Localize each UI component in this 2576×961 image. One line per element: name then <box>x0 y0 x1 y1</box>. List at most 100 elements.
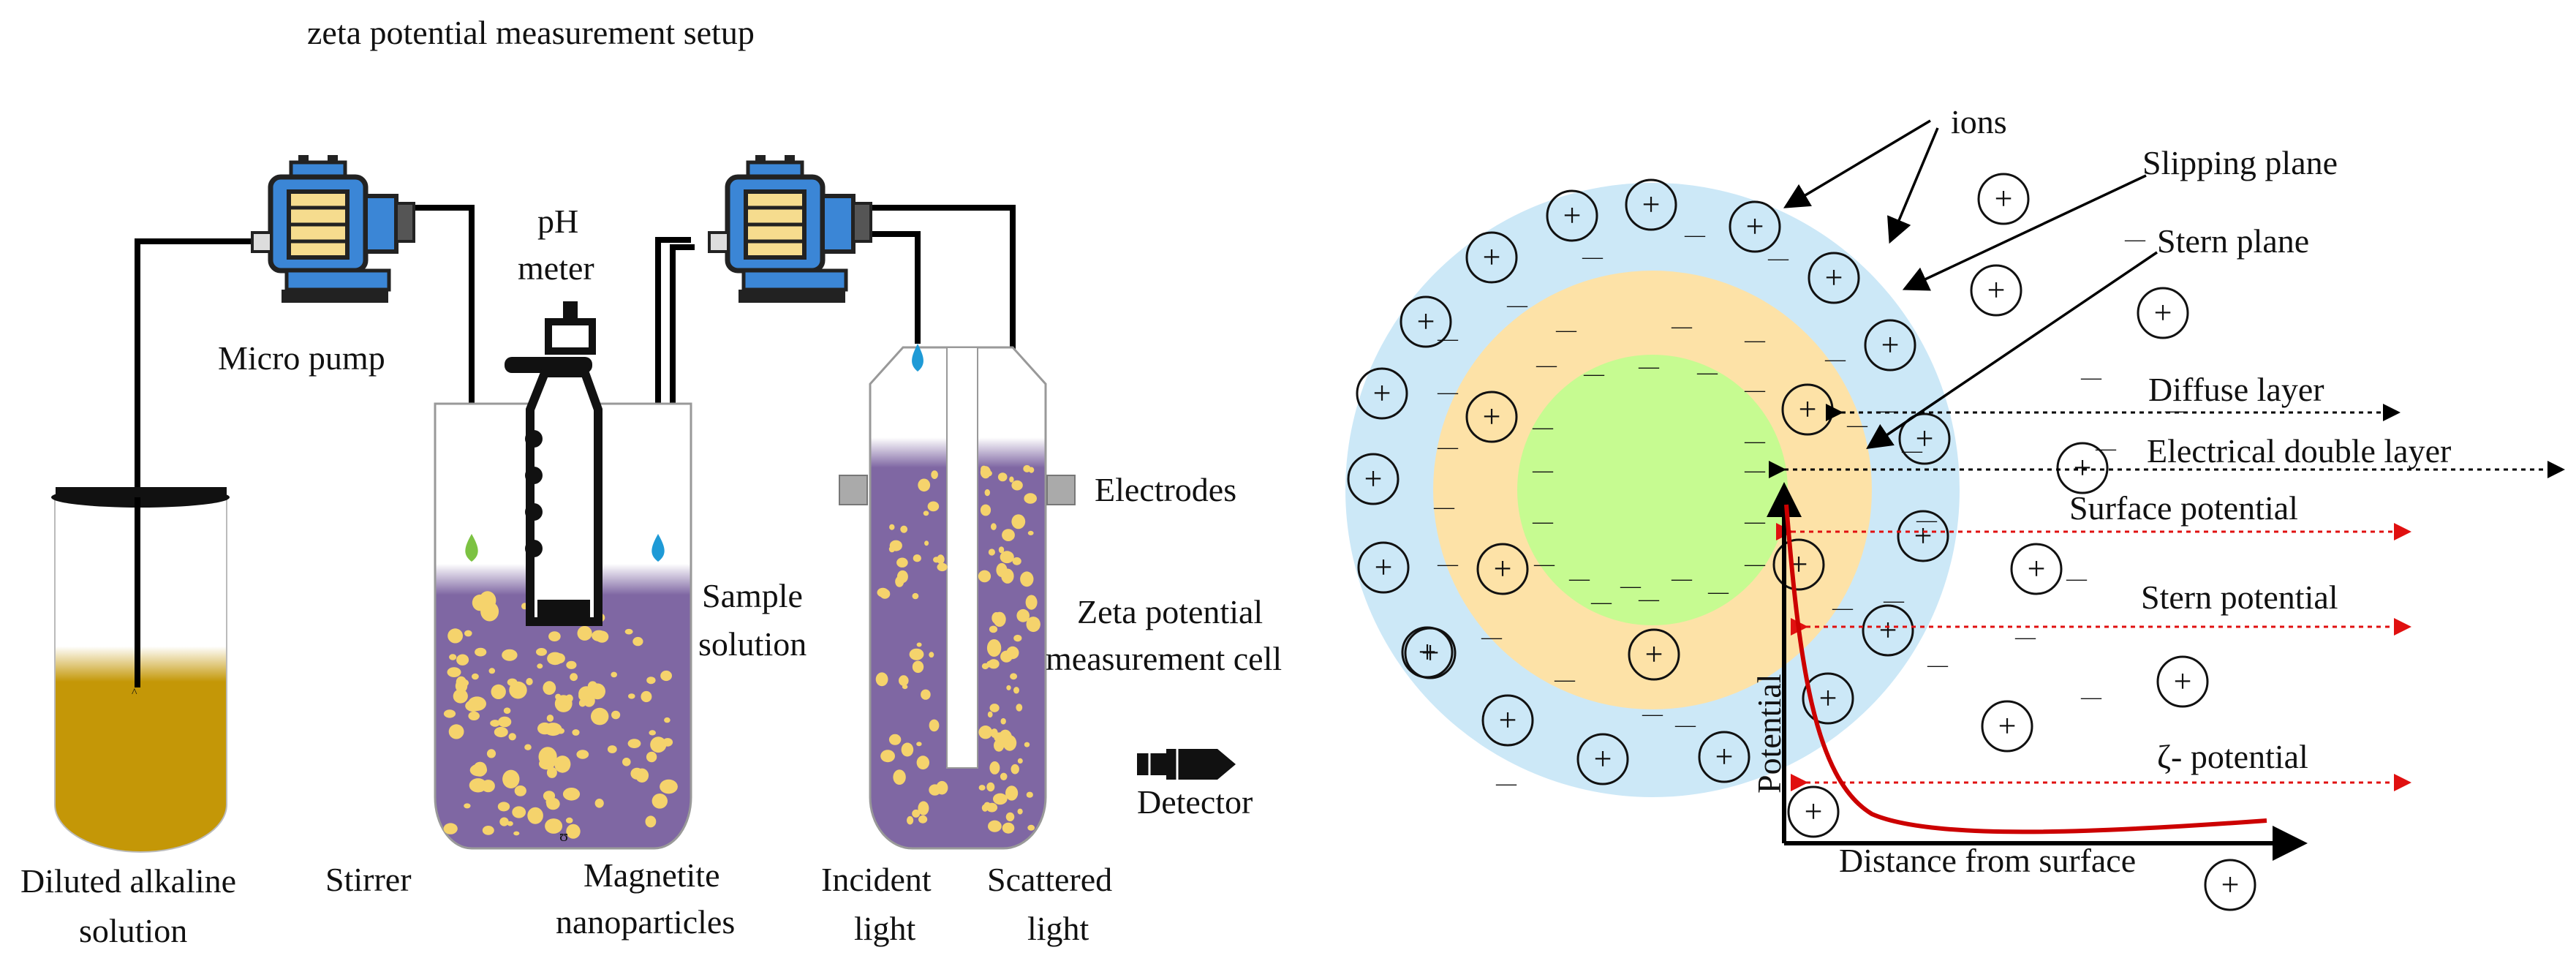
negative-charge: — <box>1671 568 1693 590</box>
positive-ion: + <box>2010 543 2063 595</box>
nanoparticle-dot <box>514 785 526 796</box>
label-zeta-cell-2: measurement cell <box>1046 640 1282 677</box>
nanoparticle-dot <box>929 652 934 658</box>
nanoparticle-dot <box>536 648 547 656</box>
svg-text:+: + <box>1419 634 1437 670</box>
negative-charge: — <box>1433 496 1455 519</box>
nanoparticle-dot <box>1000 717 1006 725</box>
nanoparticle-dot <box>490 720 500 727</box>
nanoparticle-dot <box>937 562 948 572</box>
negative-charge: — <box>2124 228 2146 251</box>
nanoparticle-dot <box>918 478 931 492</box>
svg-text:+: + <box>1987 272 2006 308</box>
nanoparticle-dot <box>537 663 543 669</box>
nanoparticle-dot <box>899 675 909 686</box>
nanoparticle-dot <box>497 802 510 812</box>
nanoparticle-dot <box>986 782 995 792</box>
ions-group: +++++++++++++++++++++++++++++++++———————… <box>1347 173 2256 911</box>
nanoparticle-dot <box>933 557 940 563</box>
nanoparticle-dot <box>502 769 520 789</box>
nanoparticle-dot <box>443 709 456 718</box>
negative-charge: — <box>1583 363 1605 385</box>
nanoparticle-dot <box>1020 571 1034 587</box>
drop-blue <box>651 534 665 562</box>
potential-axes <box>1767 482 2308 861</box>
nanoparticle-dot <box>991 523 997 530</box>
negative-charge: — <box>1707 581 1729 603</box>
positive-ion: + <box>1981 700 2033 753</box>
nanoparticle-dot <box>888 734 902 745</box>
positive-ion: + <box>1357 541 1410 594</box>
positive-ion: + <box>1698 731 1750 783</box>
label-diffuse-layer: Diffuse layer <box>2148 371 2324 408</box>
nanoparticle-dot <box>547 725 554 731</box>
nanoparticle-dot <box>1017 808 1023 815</box>
positive-ion: + <box>1347 453 1400 505</box>
nanoparticle-dot <box>546 766 557 778</box>
label-electrodes: Electrodes <box>1095 471 1236 508</box>
nanoparticle-dot <box>1009 476 1014 483</box>
negative-charge: — <box>1671 315 1693 338</box>
nanoparticle-dot <box>662 738 673 747</box>
nanoparticle-dot <box>611 671 617 678</box>
svg-text:+: + <box>1995 181 2013 216</box>
nanoparticle-dot <box>1012 557 1021 565</box>
negative-charge: — <box>1495 772 1517 795</box>
ph-meter-probe <box>505 301 603 626</box>
alkaline-solution-bottle: ^ <box>51 487 230 853</box>
zeta-measurement-cell <box>839 344 1076 850</box>
nanoparticle-dot <box>664 717 671 723</box>
svg-text:+: + <box>1417 304 1435 339</box>
svg-text:+: + <box>1881 327 1900 363</box>
nanoparticle-dot <box>443 823 458 834</box>
tube-end-mark-1: ^ <box>132 687 137 699</box>
nanoparticle-dot <box>989 704 1000 712</box>
nanoparticle-dot <box>1006 646 1019 660</box>
positive-ion: + <box>1465 231 1518 284</box>
negative-charge: — <box>1555 319 1577 342</box>
nanoparticle-dot <box>1002 529 1015 541</box>
nanoparticle-dot <box>456 654 469 666</box>
nanoparticle-dot <box>984 489 991 497</box>
label-sample-1: Sample <box>702 577 803 614</box>
nanoparticle-dot <box>566 660 577 669</box>
svg-text:+: + <box>1494 551 1512 587</box>
negative-charge: — <box>1744 430 1766 453</box>
label-diluted-1: Diluted alkaline <box>20 862 236 900</box>
nanoparticle-dot <box>1006 685 1011 690</box>
nanoparticle-dot <box>978 570 992 583</box>
stirrer-bar: ʊ <box>559 826 568 845</box>
nanoparticle-dot <box>539 758 555 770</box>
nanoparticle-dot <box>554 695 573 712</box>
nanoparticle-dot <box>916 755 930 770</box>
nanoparticle-dot <box>494 726 508 738</box>
negative-charge: — <box>1744 553 1766 576</box>
nanoparticle-dot <box>660 670 672 682</box>
positive-ion: + <box>1970 264 2022 317</box>
negative-charge: — <box>1744 510 1766 533</box>
positive-ion: + <box>2156 655 2209 708</box>
negative-charge: — <box>2014 626 2036 649</box>
nanoparticle-dot <box>918 815 928 824</box>
nanoparticle-dot <box>1028 467 1035 473</box>
label-stern-potential: Stern potential <box>2141 579 2338 616</box>
label-ions: ions <box>1951 103 2007 140</box>
nanoparticle-dot <box>456 676 467 688</box>
nanoparticle-dot <box>916 642 922 647</box>
svg-text:+: + <box>1746 208 1764 244</box>
nanoparticle-dot <box>1005 785 1019 801</box>
nanoparticle-dot <box>481 780 495 793</box>
svg-text:+: + <box>1715 739 1734 775</box>
negative-charge: — <box>1532 416 1554 439</box>
nanoparticle-dot <box>651 794 668 809</box>
svg-text:+: + <box>1642 186 1661 222</box>
nanoparticle-dot <box>473 761 487 777</box>
svg-text:+: + <box>1879 612 1897 648</box>
nanoparticle-dot <box>989 625 998 633</box>
svg-text:+: + <box>1483 239 1501 275</box>
nanoparticle-dot <box>507 821 513 826</box>
positive-ion: + <box>2137 287 2189 339</box>
nanoparticle-dot <box>622 758 631 766</box>
nanoparticle-dot <box>566 824 581 839</box>
positive-ion: + <box>1628 628 1680 681</box>
